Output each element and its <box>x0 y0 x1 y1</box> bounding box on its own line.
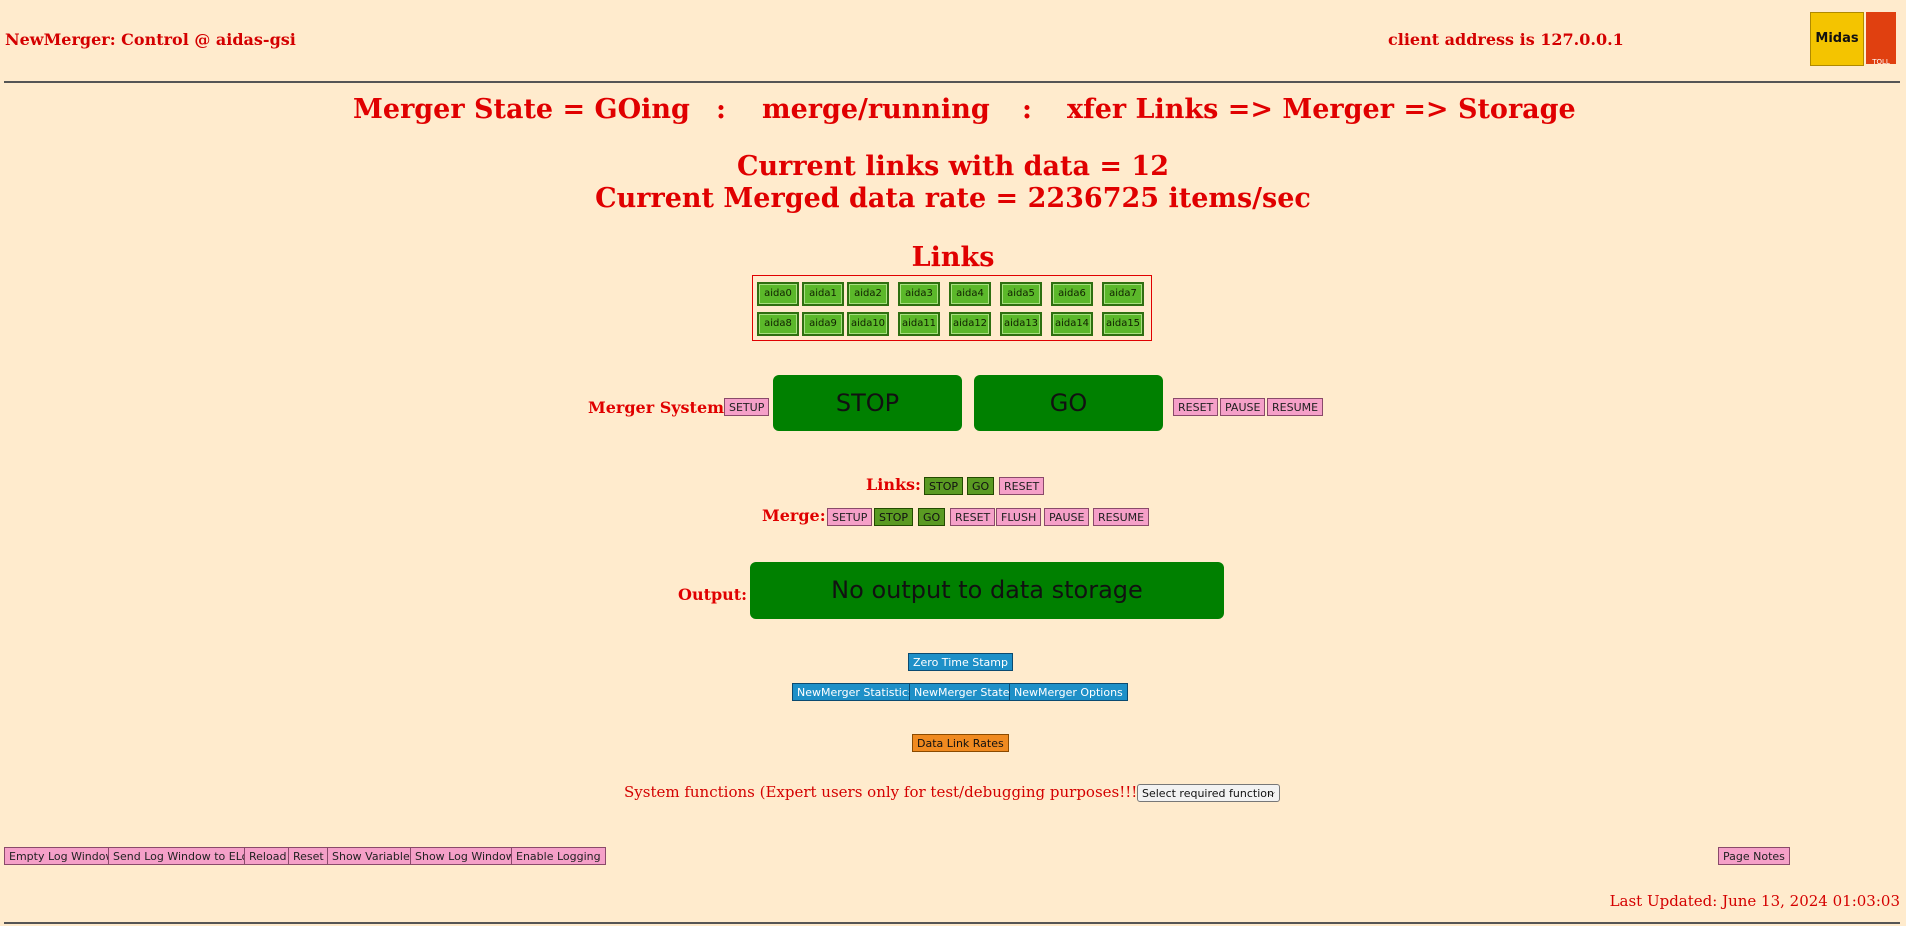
show-variables-button[interactable]: Show Variables <box>327 847 421 865</box>
state-button[interactable]: NewMerger State <box>909 683 1015 701</box>
merger-system-label: Merger System: <box>588 398 730 417</box>
empty-log-button[interactable]: Empty Log Window <box>4 847 120 865</box>
link-aida8[interactable]: aida8 <box>757 312 799 336</box>
links-grid: aida0 aida1 aida2 aida3 aida4 aida5 aida… <box>752 275 1152 341</box>
link-aida2[interactable]: aida2 <box>847 282 889 306</box>
system-functions-label: System functions (Expert users only for … <box>624 783 1144 801</box>
links-go-button[interactable]: GO <box>967 477 995 495</box>
merge-flush-button[interactable]: FLUSH <box>996 508 1042 526</box>
select-value: Select required function <box>1142 787 1274 800</box>
merger-resume-button[interactable]: RESUME <box>1267 398 1324 416</box>
chevron-down-icon: ⌵ <box>1267 788 1275 799</box>
zero-time-stamp-button[interactable]: Zero Time Stamp <box>908 653 1013 671</box>
links-stop-button[interactable]: STOP <box>924 477 963 495</box>
merger-setup-button[interactable]: SETUP <box>724 398 770 416</box>
page-notes-button[interactable]: Page Notes <box>1718 847 1790 865</box>
link-aida9[interactable]: aida9 <box>802 312 844 336</box>
link-aida14[interactable]: aida14 <box>1051 312 1093 336</box>
merge-resume-button[interactable]: RESUME <box>1093 508 1150 526</box>
system-function-select[interactable]: Select required function ⌵ <box>1137 784 1280 802</box>
xfer-state: xfer Links => Merger => Storage <box>1067 94 1576 125</box>
merger-reset-button[interactable]: RESET <box>1173 398 1219 416</box>
link-aida7[interactable]: aida7 <box>1102 282 1144 306</box>
reset-button[interactable]: Reset <box>288 847 329 865</box>
links-reset-button[interactable]: RESET <box>999 477 1045 495</box>
reload-button[interactable]: Reload <box>244 847 292 865</box>
last-updated: Last Updated: June 13, 2024 01:03:03 <box>1609 892 1900 910</box>
output-storage-button[interactable]: No output to data storage <box>750 562 1224 619</box>
link-aida0[interactable]: aida0 <box>757 282 799 306</box>
enable-logging-button[interactable]: Enable Logging <box>511 847 606 865</box>
links-with-data: Current links with data = 12 <box>736 151 1170 182</box>
statistics-button[interactable]: NewMerger Statistics <box>792 683 919 701</box>
link-aida10[interactable]: aida10 <box>847 312 889 336</box>
page-title: NewMerger: Control @ aidas-gsi <box>5 30 296 49</box>
link-aida1[interactable]: aida1 <box>802 282 844 306</box>
merger-stop-button[interactable]: STOP <box>773 375 962 431</box>
merge-reset-button[interactable]: RESET <box>950 508 996 526</box>
options-button[interactable]: NewMerger Options <box>1009 683 1128 701</box>
link-aida3[interactable]: aida3 <box>898 282 940 306</box>
merge-stop-button[interactable]: STOP <box>874 508 913 526</box>
status-separator: : <box>716 94 726 125</box>
output-label: Output: <box>678 585 748 604</box>
merge-setup-button[interactable]: SETUP <box>827 508 873 526</box>
merge-controls-label: Merge: <box>762 506 826 525</box>
status-separator: : <box>1022 94 1032 125</box>
merge-state: merge/running <box>762 94 990 125</box>
link-aida11[interactable]: aida11 <box>898 312 940 336</box>
toll-logo-icon[interactable]: TOLL <box>1866 12 1896 66</box>
link-aida4[interactable]: aida4 <box>949 282 991 306</box>
link-aida6[interactable]: aida6 <box>1051 282 1093 306</box>
merge-pause-button[interactable]: PAUSE <box>1044 508 1090 526</box>
client-address: client address is 127.0.0.1 <box>1388 30 1624 49</box>
link-aida15[interactable]: aida15 <box>1102 312 1144 336</box>
link-aida5[interactable]: aida5 <box>1000 282 1042 306</box>
merger-pause-button[interactable]: PAUSE <box>1220 398 1266 416</box>
top-divider <box>4 81 1900 83</box>
merger-state: Merger State = GOing <box>353 94 690 125</box>
midas-logo-icon[interactable]: Midas <box>1810 12 1864 66</box>
link-aida13[interactable]: aida13 <box>1000 312 1042 336</box>
link-aida12[interactable]: aida12 <box>949 312 991 336</box>
show-log-button[interactable]: Show Log Window <box>410 847 520 865</box>
data-link-rates-button[interactable]: Data Link Rates <box>912 734 1009 752</box>
bottom-divider <box>4 922 1900 924</box>
links-controls-label: Links: <box>866 475 921 494</box>
merger-go-button[interactable]: GO <box>974 375 1163 431</box>
merge-go-button[interactable]: GO <box>918 508 946 526</box>
links-title: Links <box>911 242 995 273</box>
merged-data-rate: Current Merged data rate = 2236725 items… <box>595 183 1311 214</box>
send-log-elog-button[interactable]: Send Log Window to ELog <box>108 847 261 865</box>
